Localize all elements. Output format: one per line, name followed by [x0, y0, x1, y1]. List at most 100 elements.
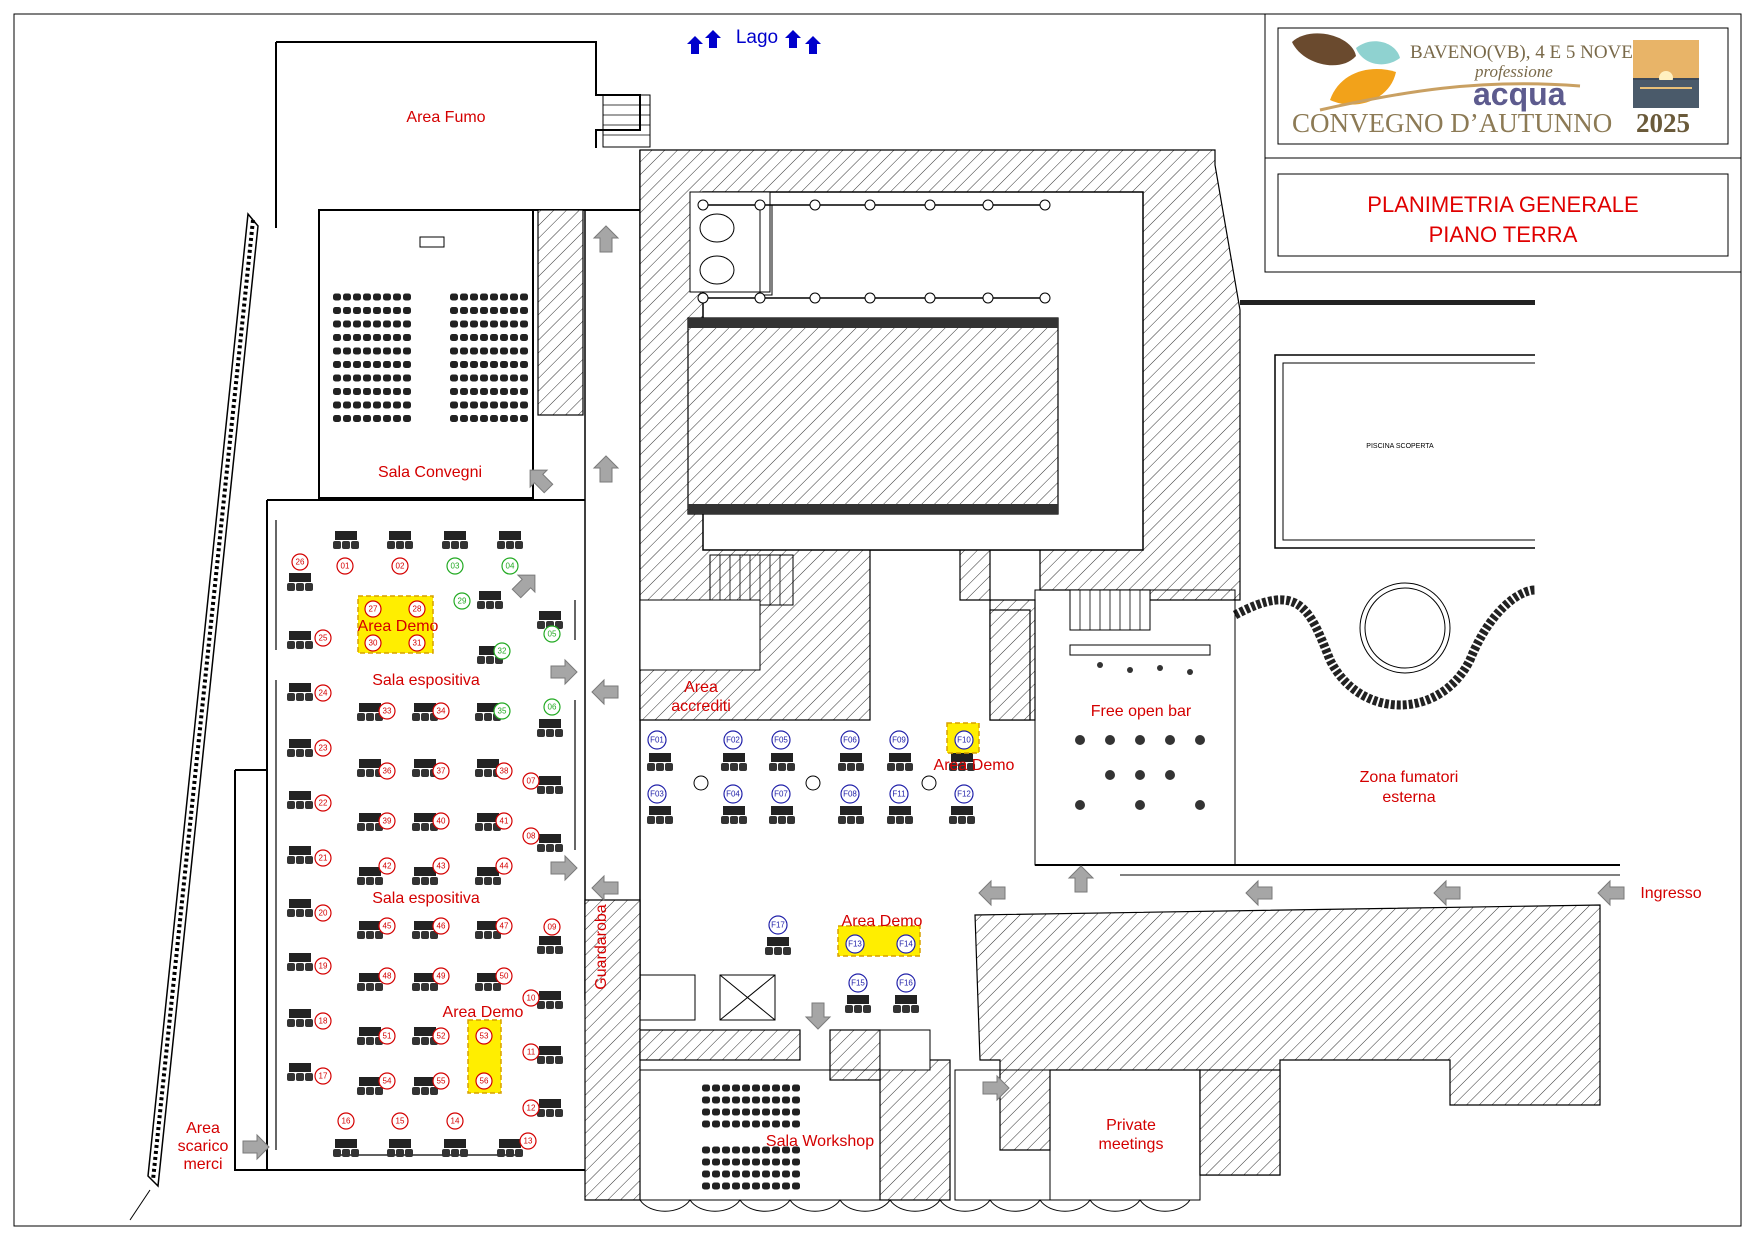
svg-text:39: 39 — [383, 817, 392, 826]
pillars — [693, 775, 937, 791]
seat — [460, 334, 468, 341]
arrow-up-icon — [705, 30, 721, 48]
seat — [490, 415, 498, 422]
seat — [510, 307, 518, 314]
desk — [537, 1046, 563, 1064]
svg-text:46: 46 — [437, 922, 446, 931]
seat — [500, 388, 508, 395]
seat — [792, 1120, 800, 1128]
seat — [702, 1120, 710, 1128]
booth-46: 46 — [432, 917, 450, 935]
seat — [470, 334, 478, 341]
booth-40: 40 — [432, 812, 450, 830]
seat — [732, 1170, 740, 1178]
seat — [383, 320, 391, 328]
booth-50: 50 — [495, 967, 513, 985]
seat — [363, 334, 371, 341]
plan-title-1: PLANIMETRIA GENERALE — [1367, 192, 1638, 217]
seat — [460, 293, 468, 301]
seat — [500, 307, 508, 314]
seat — [490, 361, 498, 368]
svg-text:36: 36 — [383, 767, 392, 776]
arrow-up-icon — [593, 455, 619, 483]
svg-text:41: 41 — [500, 817, 509, 826]
svg-text:F16: F16 — [899, 979, 913, 988]
booth-F10: F10 — [954, 730, 974, 750]
private-meetings-label-1: Private — [1106, 1117, 1156, 1134]
seat — [792, 1182, 800, 1190]
svg-text:F17: F17 — [771, 921, 785, 930]
svg-text:40: 40 — [437, 817, 446, 826]
seat — [722, 1158, 730, 1166]
seat — [383, 415, 391, 422]
seat — [712, 1158, 720, 1166]
lake-label: Lago — [736, 27, 778, 48]
booth-19: 19 — [314, 957, 332, 975]
event-line-2: professione — [1474, 62, 1553, 81]
svg-text:48: 48 — [383, 972, 392, 981]
seat — [343, 388, 351, 395]
booth-49: 49 — [432, 967, 450, 985]
seat — [782, 1158, 790, 1166]
seat — [333, 361, 341, 368]
booth-09: 09 — [543, 918, 561, 936]
svg-text:12: 12 — [527, 1104, 536, 1113]
seat — [520, 388, 528, 395]
arrow-right-icon — [550, 855, 578, 881]
area-accrediti-label-2: accrediti — [671, 698, 731, 715]
seat — [782, 1108, 790, 1116]
seat — [373, 293, 381, 301]
svg-text:30: 30 — [369, 639, 378, 648]
seat — [732, 1158, 740, 1166]
pool-label: PISCINA SCOPERTA — [1366, 443, 1434, 450]
seat — [500, 347, 508, 355]
seat — [353, 401, 361, 409]
seat — [460, 361, 468, 368]
svg-text:17: 17 — [319, 1072, 328, 1081]
seat — [403, 415, 411, 422]
seat — [393, 320, 401, 328]
seat — [343, 374, 351, 382]
seat — [792, 1170, 800, 1178]
seat — [460, 320, 468, 328]
seat — [450, 415, 458, 422]
svg-text:42: 42 — [383, 862, 392, 871]
seat — [520, 293, 528, 301]
svg-text:08: 08 — [527, 832, 536, 841]
event-year: 2025 — [1636, 108, 1690, 138]
seat — [712, 1084, 720, 1092]
seat — [373, 361, 381, 368]
desk — [845, 995, 871, 1013]
seat — [343, 415, 351, 422]
seat — [772, 1084, 780, 1092]
event-line-4: CONVEGNO D’AUTUNNO — [1292, 108, 1612, 138]
seat — [363, 388, 371, 395]
booth-16: 16 — [337, 1112, 355, 1130]
seat — [712, 1170, 720, 1178]
svg-text:26: 26 — [296, 558, 305, 567]
booth-03: 03 — [446, 557, 464, 575]
seat — [470, 320, 478, 328]
seat — [490, 401, 498, 409]
seat — [722, 1120, 730, 1128]
seat — [722, 1146, 730, 1154]
svg-text:15: 15 — [396, 1117, 405, 1126]
seat — [712, 1096, 720, 1104]
area-scarico-label-1: Area — [186, 1120, 220, 1137]
bar-furniture — [1069, 644, 1211, 810]
seat — [403, 374, 411, 382]
seat — [490, 374, 498, 382]
svg-text:05: 05 — [548, 630, 557, 639]
booth-18: 18 — [314, 1012, 332, 1030]
logo-leaves-icon — [1292, 33, 1581, 112]
arrow-left-icon — [591, 679, 619, 705]
conference-seating — [333, 236, 528, 422]
sala-workshop-label: Sala Workshop — [766, 1133, 874, 1150]
arrow-up-icon — [593, 225, 619, 253]
seat — [470, 347, 478, 355]
seat — [373, 334, 381, 341]
seat — [383, 293, 391, 301]
booth-12: 12 — [522, 1099, 540, 1117]
booth-55: 55 — [432, 1072, 450, 1090]
booth-F01: F01 — [647, 730, 667, 750]
